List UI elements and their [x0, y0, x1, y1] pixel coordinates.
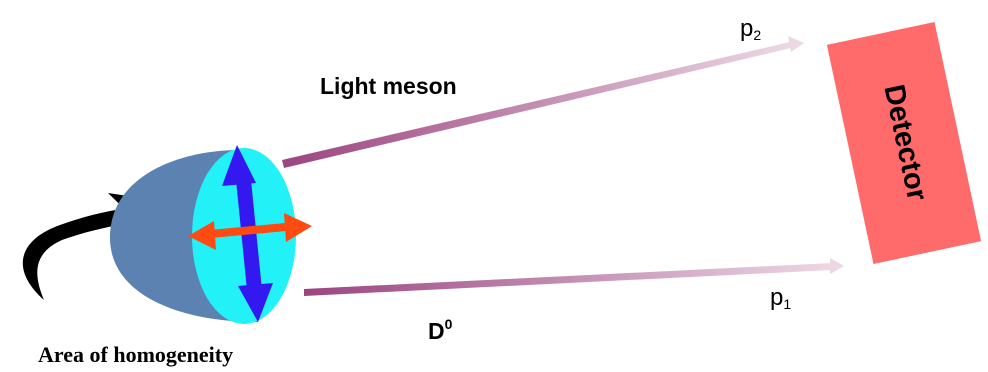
p1-subscript: 1 [783, 296, 791, 312]
p1-base: p [770, 284, 783, 311]
d-meson-track [304, 258, 844, 296]
vertical-arrow-head-bottom [238, 283, 273, 322]
d-meson-label: D0 [428, 316, 453, 344]
d-meson-superscript: 0 [445, 316, 453, 332]
horizontal-double-arrow [188, 213, 312, 250]
p2-subscript: 2 [753, 27, 761, 43]
area-label: Area of homogeneity [38, 342, 233, 367]
vertical-double-arrow [222, 145, 273, 322]
light-meson-arrowhead [788, 36, 804, 52]
detector-box [826, 22, 982, 264]
vertical-arrow-shaft [236, 180, 262, 290]
detector: Detector [826, 22, 982, 264]
p1-label: p1 [770, 284, 791, 312]
light-meson-label: Light meson [320, 73, 457, 99]
vertical-arrow-head-top [222, 145, 256, 186]
p2-label: p2 [740, 15, 761, 43]
light-meson-track [282, 36, 804, 168]
d-meson-base: D [428, 318, 445, 344]
horizontal-arrow-shaft [210, 223, 286, 238]
d-meson-arrowhead [830, 258, 844, 274]
p2-base: p [740, 15, 753, 42]
horizontal-arrow-head-right [284, 213, 312, 242]
horizontal-arrow-head-left [188, 221, 216, 250]
